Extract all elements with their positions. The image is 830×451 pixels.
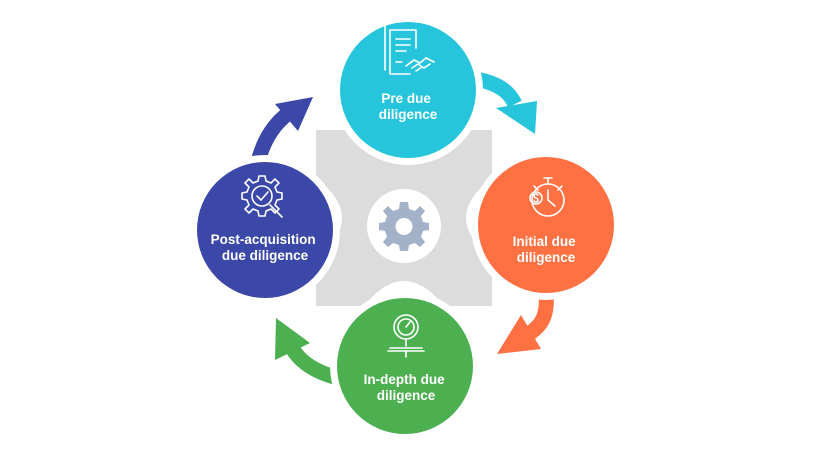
stage-post-acquisition-due-diligence: Post-acquisition due diligence xyxy=(190,155,340,305)
stage-label-line-2: diligence xyxy=(517,250,576,265)
stage-label-line-1: In-depth due xyxy=(364,372,445,387)
contract-handshake-icon xyxy=(384,25,435,75)
stage-label-line-1: Initial due xyxy=(513,234,576,249)
stage-circle-fill xyxy=(197,162,333,298)
stage-circle-fill xyxy=(340,22,476,158)
stage-circle-fill xyxy=(478,157,614,293)
stage-label-line-2: diligence xyxy=(379,107,438,122)
stage-initial-due-diligence: Initial due diligence xyxy=(471,150,621,300)
stopwatch-dollar-icon xyxy=(529,177,565,217)
gear-icon xyxy=(379,202,429,251)
stage-label: In-depth due diligence xyxy=(364,372,449,403)
arrow-post-to-pre xyxy=(250,97,313,165)
stage-label-line-2: diligence xyxy=(377,388,436,403)
stage-label-line-2: due diligence xyxy=(222,248,309,263)
arrow-indepth-to-post xyxy=(275,318,341,386)
gear-magnifier-check-icon xyxy=(241,175,283,218)
pressure-gauge-icon xyxy=(387,314,425,358)
arrow-initial-to-indepth xyxy=(497,291,554,354)
stage-label-line-1: Pre due xyxy=(381,91,431,106)
stage-label: Post-acquisition due diligence xyxy=(211,232,320,263)
stage-label: Pre due diligence xyxy=(379,91,438,122)
stage-in-depth-due-diligence: In-depth due diligence xyxy=(330,291,480,441)
stage-pre-due-diligence: Pre due diligence xyxy=(333,15,483,165)
stage-label-line-1: Post-acquisition xyxy=(211,232,316,247)
center-plate xyxy=(316,130,492,306)
stage-label: Initial due diligence xyxy=(513,234,580,265)
stage-circle-fill xyxy=(337,298,473,434)
